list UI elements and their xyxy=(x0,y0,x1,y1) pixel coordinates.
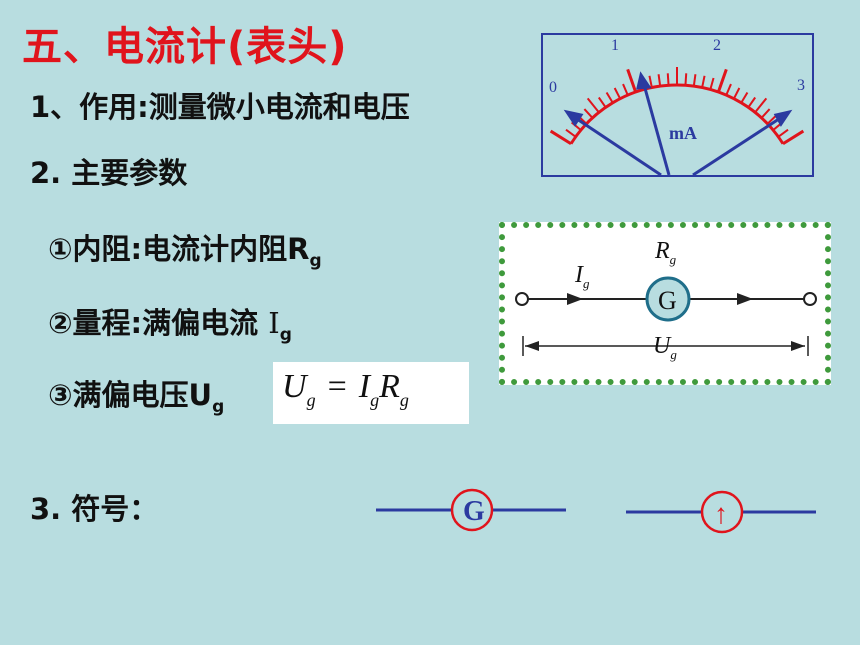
dial-tick xyxy=(701,75,706,88)
dial-tick xyxy=(777,128,789,138)
needle-right xyxy=(692,113,786,177)
dial-tick-label-0: 0 xyxy=(549,79,557,96)
dial-ticks xyxy=(549,67,805,146)
params-heading: 2. 主要参数 xyxy=(30,156,188,190)
voltage-arrow-left xyxy=(525,341,539,351)
galvanometer-symbol xyxy=(645,276,691,322)
needle-left xyxy=(570,113,662,177)
resistance-sub: g xyxy=(309,251,322,271)
dial-tick xyxy=(583,108,594,119)
dial-tick xyxy=(692,74,697,87)
dial-tick xyxy=(725,83,732,96)
dial-tick-label-1: 1 xyxy=(611,37,619,54)
formula-r-sub: g xyxy=(399,390,409,410)
dial-tick xyxy=(657,74,662,87)
dial-tick-label-2: 2 xyxy=(713,37,721,54)
needle-right-arrowhead xyxy=(773,109,793,127)
current-arrow-left xyxy=(567,293,583,305)
circuit-diagram: G Rg Ig Ug xyxy=(499,222,831,385)
dial-tick xyxy=(716,68,728,93)
arrow-symbol-circle xyxy=(700,490,744,534)
dial-tick xyxy=(760,108,771,119)
needle-center-arrowhead xyxy=(636,71,652,90)
needle-left-arrowhead xyxy=(563,109,584,127)
page-title: 五、电流计(表头) xyxy=(22,24,348,70)
current-arrow-right xyxy=(737,293,753,305)
dial-tick xyxy=(565,128,577,138)
arrow-symbol-glyph: ↑ xyxy=(714,499,728,530)
dial-tick xyxy=(740,91,749,104)
dial-tick xyxy=(626,68,638,93)
dial-needles xyxy=(563,71,793,177)
dial-tick xyxy=(709,77,715,90)
dial-tick xyxy=(732,87,741,100)
dial-tick xyxy=(766,114,777,125)
voltage-line: ③满偏电压Ug xyxy=(48,372,224,417)
dial-tick xyxy=(754,97,768,114)
dial-tick xyxy=(782,129,805,146)
dial-tick xyxy=(605,91,614,104)
formula-u-sub: g xyxy=(306,390,316,410)
formula-r: R xyxy=(379,368,400,405)
meter-dial-graphic: 0 1 2 3 mA xyxy=(549,37,805,177)
dial-tick-label-3: 3 xyxy=(797,77,805,94)
dial-tick xyxy=(684,73,688,86)
circuit-graphic: G Rg Ig Ug xyxy=(515,238,817,362)
range-line: ②量程:满偏电流 Ig xyxy=(48,300,292,345)
voltage-text: ③满偏电压U xyxy=(48,378,213,412)
meter-dial: 0 1 2 3 mA xyxy=(541,33,814,177)
formula-box xyxy=(273,362,469,424)
range-text: ②量程:满偏电流 xyxy=(48,306,269,340)
g-symbol-letter: G xyxy=(463,496,485,527)
formula-u: U xyxy=(282,368,307,405)
range-sub: g xyxy=(279,325,292,345)
symbol-heading: 3. 符号： xyxy=(30,492,159,526)
g-symbol-circle xyxy=(450,488,494,532)
symbols-row: G ↑ xyxy=(376,488,816,534)
dial-tick xyxy=(549,129,572,146)
range-symbol: I xyxy=(268,306,280,340)
use-line: 1、作用:测量微小电流和电压 xyxy=(30,90,410,124)
formula-i: I xyxy=(358,368,371,405)
current-label: Ig xyxy=(574,262,590,291)
dial-tick xyxy=(586,97,600,114)
voltage-label: Ug xyxy=(653,333,677,362)
resistance-line: ①内阻:电流计内阻Rg xyxy=(48,226,322,271)
dial-tick xyxy=(648,75,653,88)
galvanometer-letter: G xyxy=(658,286,677,315)
formula: Ug=IgRg xyxy=(282,368,409,411)
formula-equals: = xyxy=(327,368,347,405)
resistor-label: Rg xyxy=(654,238,677,267)
formula-i-sub: g xyxy=(370,390,380,410)
terminal-left xyxy=(515,292,529,306)
terminal-right xyxy=(803,292,817,306)
dial-tick xyxy=(597,96,607,108)
dial-tick xyxy=(747,96,757,108)
dial-tick xyxy=(613,87,622,100)
needle-center xyxy=(641,80,671,176)
voltage-sub: g xyxy=(212,397,225,417)
resistance-text: ①内阻:电流计内阻R xyxy=(48,232,310,266)
voltage-arrow-right xyxy=(791,341,805,351)
dial-arc xyxy=(569,83,785,145)
dial-unit-label: mA xyxy=(669,123,697,143)
dial-tick xyxy=(666,73,670,86)
dial-tick xyxy=(622,83,629,96)
